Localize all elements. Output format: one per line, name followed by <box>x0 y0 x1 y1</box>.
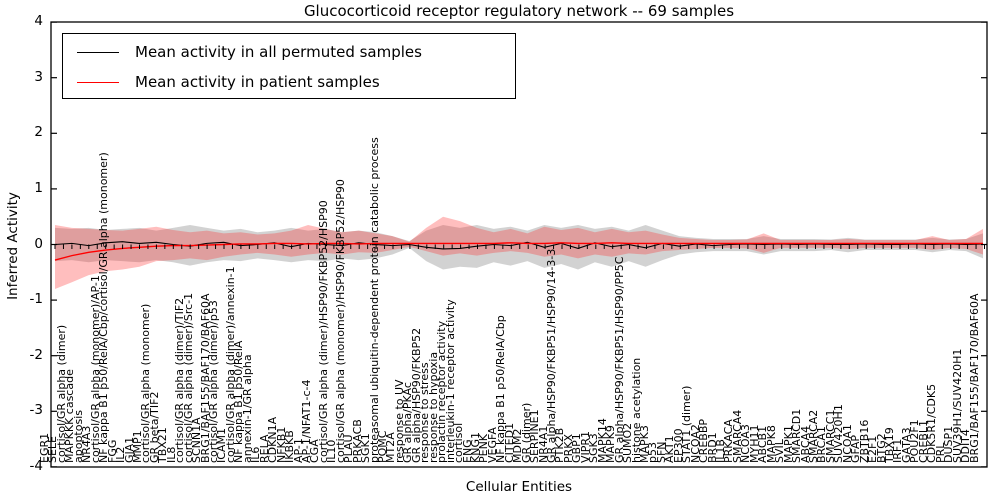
legend-item-permuted: Mean activity in all permuted samples <box>63 37 515 67</box>
entity-label: BRG1/BAF155/BAF170/BAF60A <box>967 293 981 463</box>
legend-label: Mean activity in all permuted samples <box>135 43 422 61</box>
y-tick-label: -1 <box>29 291 43 308</box>
y-tick-label: 0 <box>34 235 43 252</box>
y-tick-label: 3 <box>34 68 43 85</box>
legend-line-red-icon <box>77 81 119 83</box>
y-tick-label: 4 <box>34 13 43 30</box>
permuted-mean-line <box>54 241 984 250</box>
y-tick-label: 2 <box>34 124 43 141</box>
entity-label: cortisol/GR alpha (dimer)/HSP90/FKBP52/H… <box>316 200 330 463</box>
legend-box: Mean activity in all permuted samples Me… <box>62 33 516 99</box>
patient-mean-line <box>54 242 983 261</box>
legend-line-black-icon <box>77 51 119 53</box>
y-tick-label: -3 <box>29 402 43 419</box>
y-tick-label: 1 <box>34 179 43 196</box>
x-axis-label: Cellular Entities <box>465 479 573 495</box>
entity-label: cortisol/GR alpha (monomer)/HSP90/FKBP52… <box>333 179 347 463</box>
chart-title: Glucocorticoid receptor regulatory netwo… <box>303 2 735 20</box>
permuted-std-band <box>55 225 983 270</box>
legend-label: Mean activity in patient samples <box>135 73 380 91</box>
entity-label: NF kappa B1 p50/RelA/Cbp/cortisol/GR alp… <box>97 152 111 463</box>
entity-label: proteasomal ubiquitin-dependent protein … <box>367 137 381 463</box>
y-tick-label: -2 <box>29 346 43 363</box>
patient-std-band <box>55 216 983 289</box>
legend-item-patient: Mean activity in patient samples <box>63 67 515 97</box>
y-tick-label: -4 <box>29 457 43 474</box>
